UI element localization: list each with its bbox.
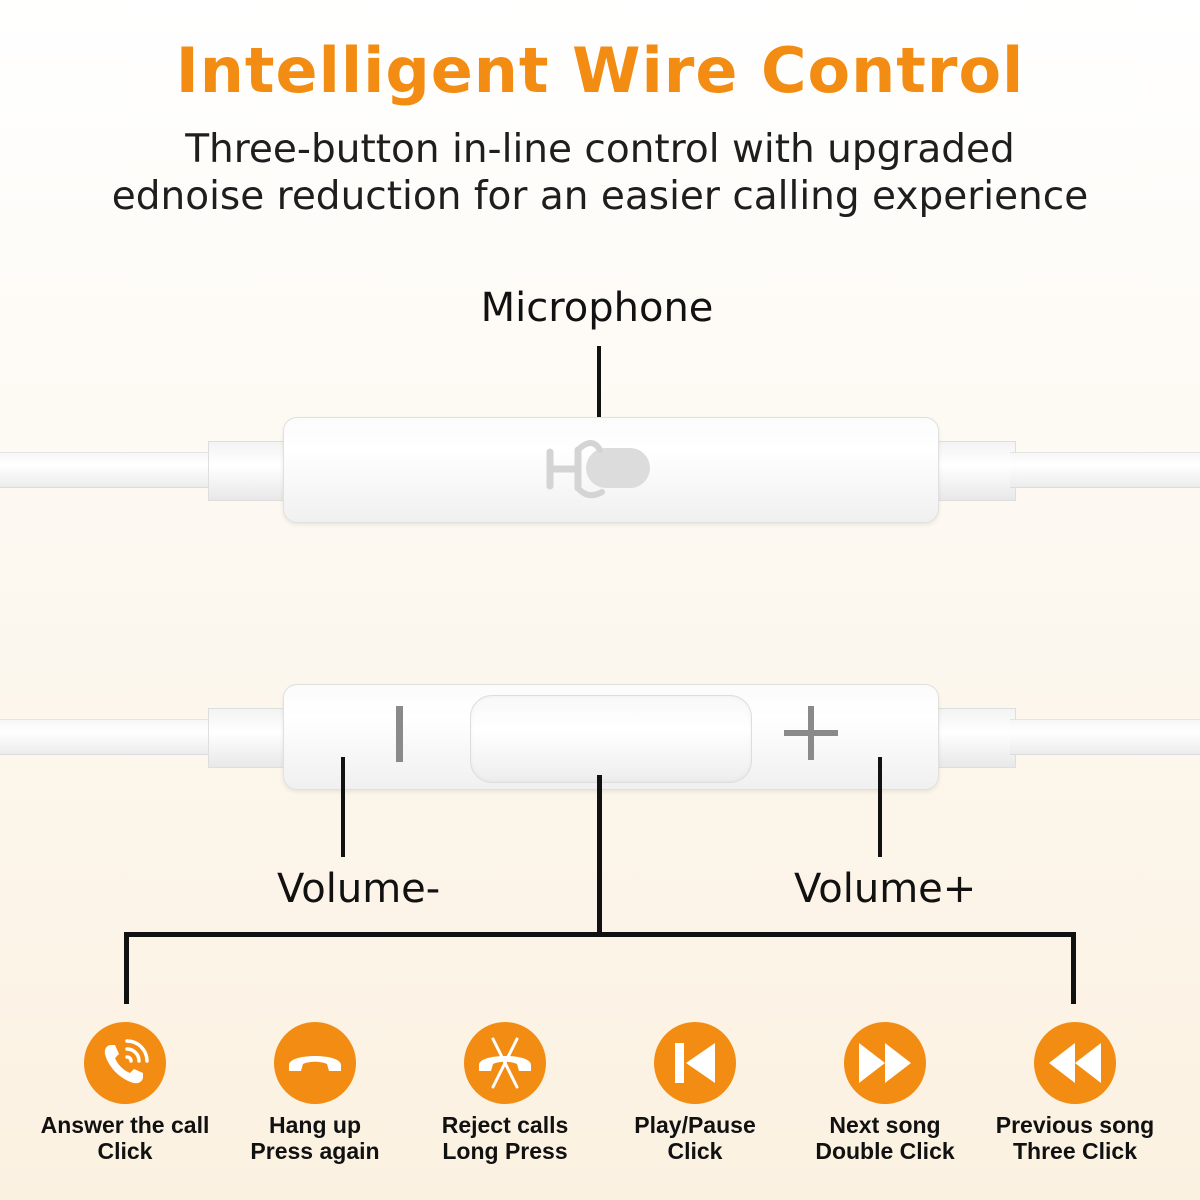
phone-ringing-icon <box>104 1039 149 1084</box>
reject-call-icon <box>464 1022 546 1104</box>
function-gesture: Three Click <box>1013 1138 1137 1164</box>
microphone-label: Microphone <box>480 285 714 331</box>
function-answer-call: Answer the call Click <box>30 1022 220 1164</box>
cable-collar-left-upper <box>208 441 288 501</box>
function-next-song: Next song Double Click <box>790 1022 980 1164</box>
function-action: Reject calls <box>441 1112 569 1138</box>
cable-right-lower <box>1010 719 1200 755</box>
function-action: Hang up <box>269 1112 361 1138</box>
skip-start-icon <box>675 1043 715 1083</box>
subtitle-line-2: ednoise reduction for an easier calling … <box>111 174 1089 219</box>
function-gesture: Double Click <box>815 1138 955 1164</box>
handset-icon <box>289 1056 341 1071</box>
subtitle: Three-button in-line control with upgrad… <box>0 126 1200 220</box>
function-gesture: Click <box>667 1138 723 1164</box>
function-action: Play/Pause <box>634 1112 756 1138</box>
page-title: Intelligent Wire Control <box>175 34 1025 107</box>
function-play-pause: Play/Pause Click <box>600 1022 790 1164</box>
function-hang-up: Hang up Press again <box>220 1022 410 1164</box>
next-song-icon <box>844 1022 926 1104</box>
cable-right-upper <box>1010 452 1200 488</box>
rewind-icon <box>1049 1043 1101 1083</box>
center-play-button[interactable] <box>470 695 752 783</box>
function-previous-song: Previous song Three Click <box>980 1022 1170 1164</box>
cable-left-lower <box>0 719 215 755</box>
hang-up-icon <box>274 1022 356 1104</box>
volume-plus-icon[interactable] <box>782 704 840 762</box>
cable-collar-right-upper <box>936 441 1016 501</box>
cable-left-upper <box>0 452 215 488</box>
function-action: Next song <box>829 1112 941 1138</box>
function-gesture: Long Press <box>442 1138 568 1164</box>
answer-call-icon <box>84 1022 166 1104</box>
volume-plus-pointer-line <box>878 757 882 857</box>
function-gesture: Click <box>97 1138 153 1164</box>
bracket-right-leg <box>1071 932 1076 1004</box>
function-gesture: Press again <box>250 1138 380 1164</box>
volume-plus-label: Volume+ <box>794 866 977 912</box>
play-pause-icon <box>654 1022 736 1104</box>
volume-minus-label: Volume- <box>277 866 441 912</box>
volume-minus-pointer-line <box>341 757 345 857</box>
crossed-handset-icon <box>479 1037 531 1089</box>
microphone-icon <box>546 440 650 499</box>
function-action: Answer the call <box>40 1112 210 1138</box>
bracket-left-leg <box>124 932 129 1004</box>
volume-minus-icon[interactable] <box>388 704 412 764</box>
subtitle-line-1: Three-button in-line control with upgrad… <box>185 127 1015 172</box>
fast-forward-icon <box>859 1043 911 1083</box>
bracket-horizontal-line <box>124 932 1076 937</box>
cable-collar-left-lower <box>208 708 288 768</box>
cable-collar-right-lower <box>936 708 1016 768</box>
function-reject-calls: Reject calls Long Press <box>410 1022 600 1164</box>
center-pointer-line <box>597 775 602 937</box>
function-action: Previous song <box>995 1112 1155 1138</box>
previous-song-icon <box>1034 1022 1116 1104</box>
microphone-pointer-line <box>597 346 601 446</box>
